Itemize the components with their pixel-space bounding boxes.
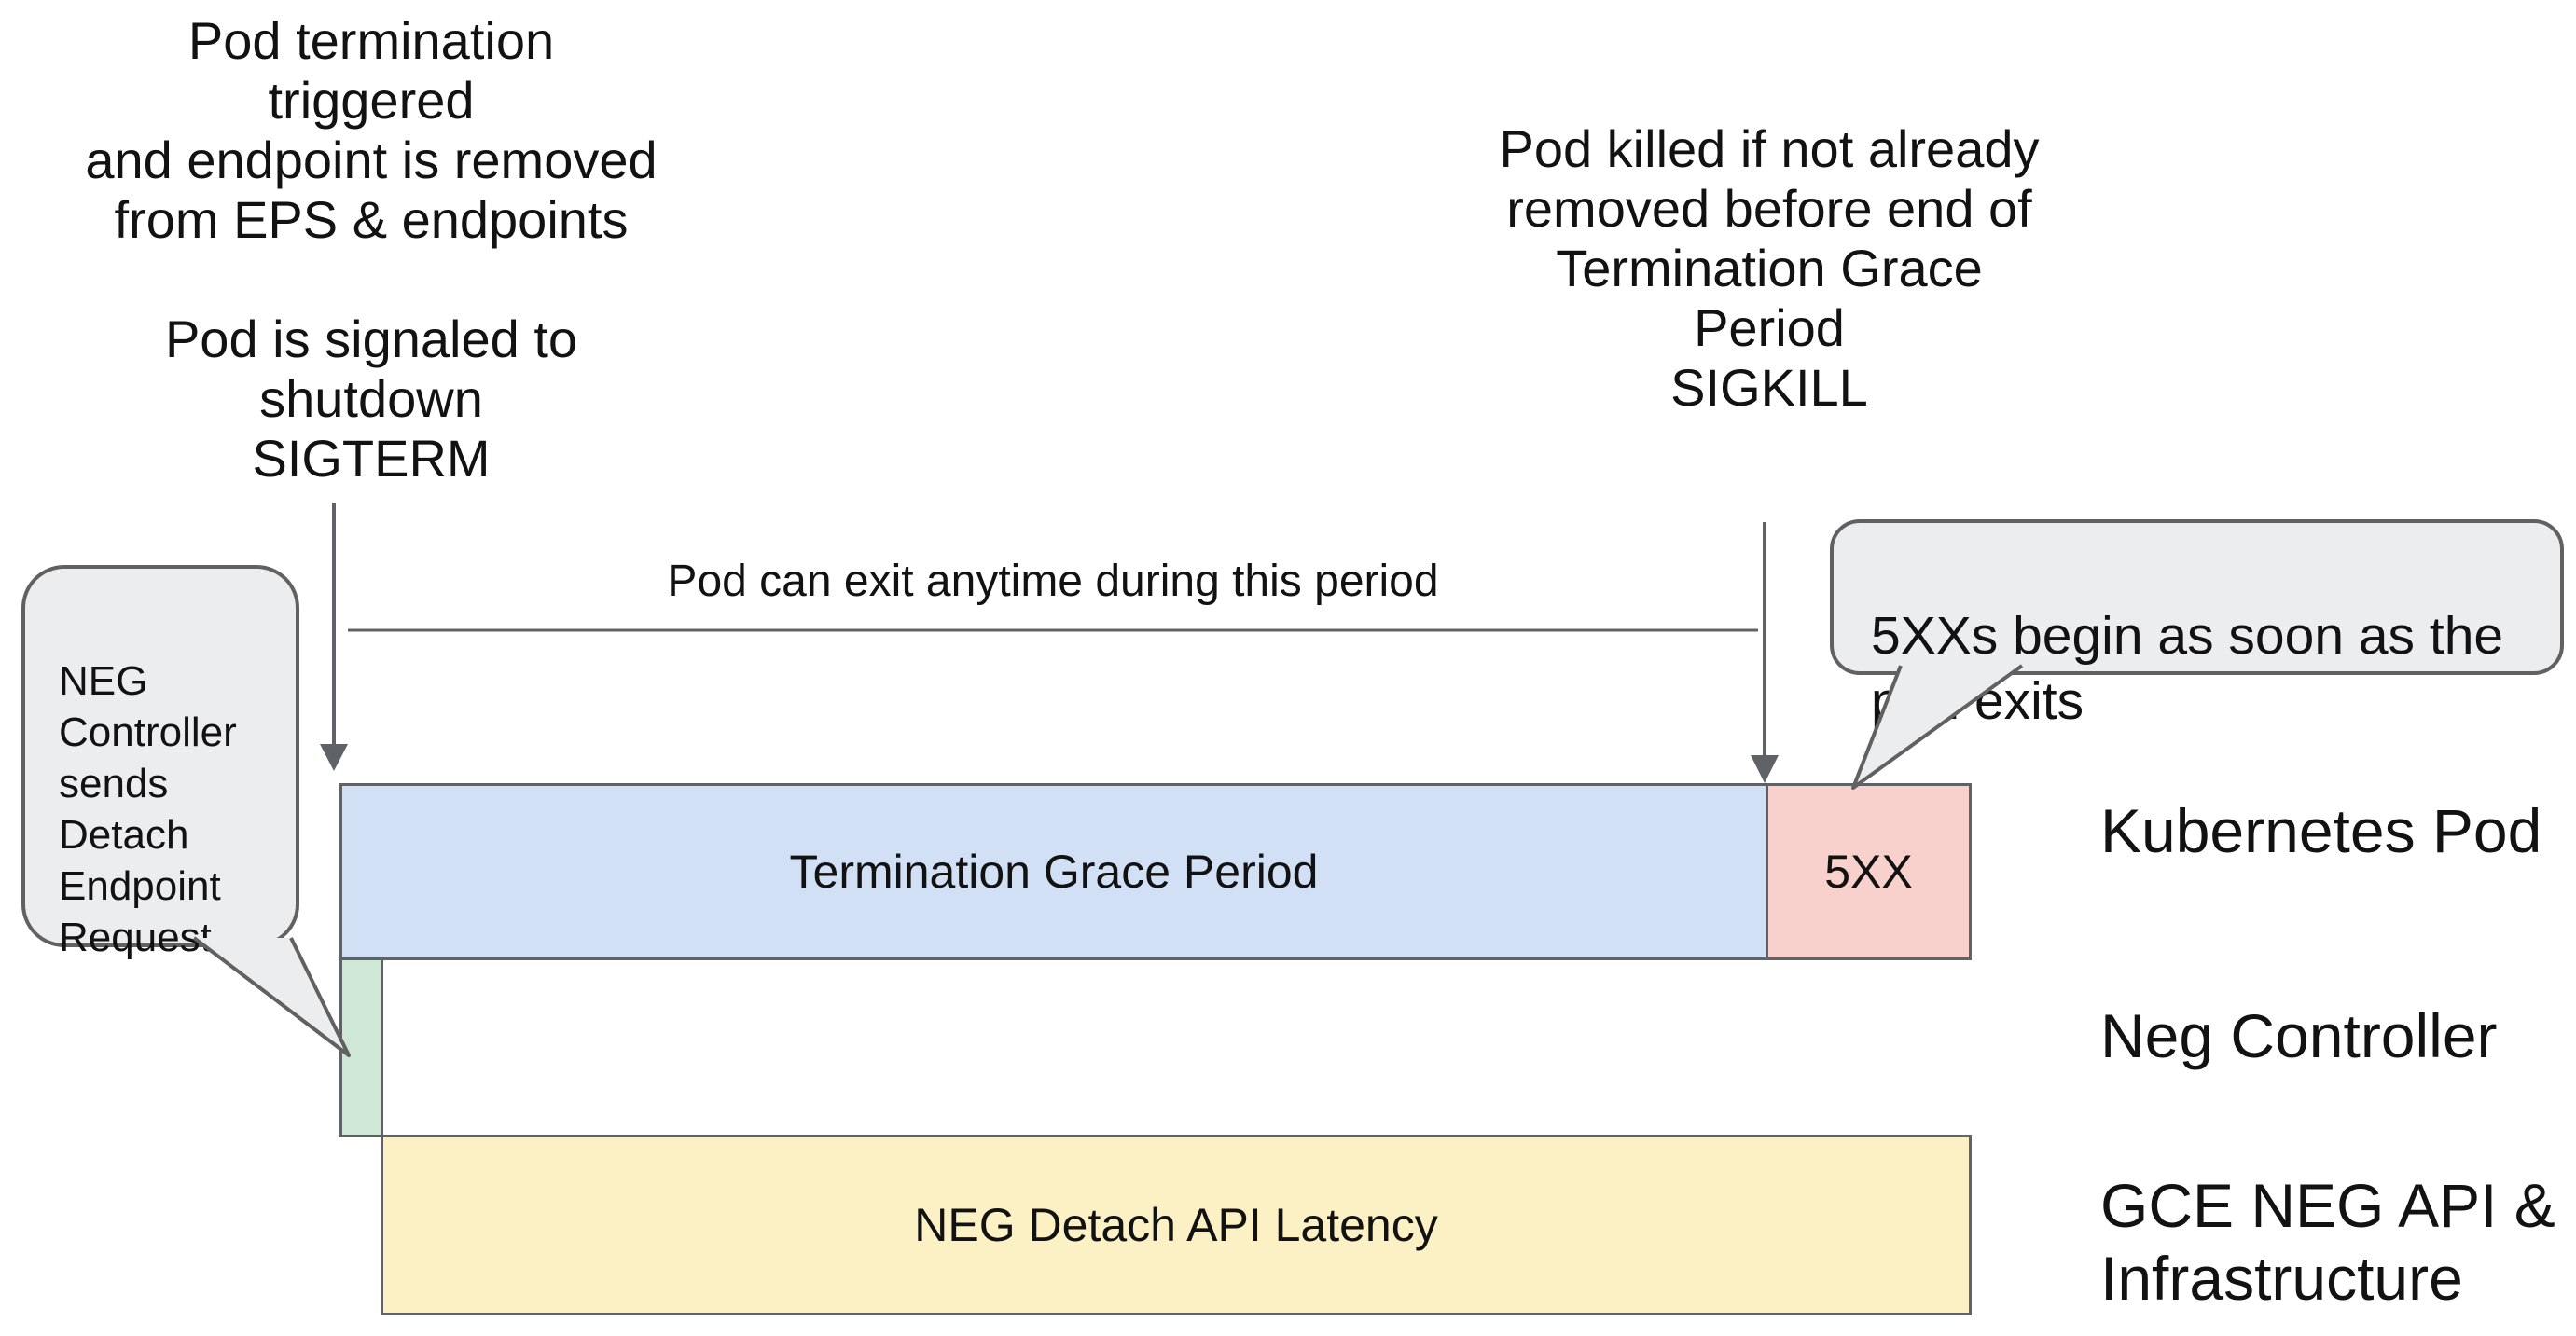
row-label-kubernetes-pod: Kubernetes Pod: [2100, 796, 2542, 865]
callout-left-tail: [192, 936, 351, 1057]
row-label-neg-controller: Neg Controller: [2100, 1001, 2498, 1070]
callout-5xx-begin: 5XXs begin as soon as the pod exits: [1830, 519, 2564, 731]
callout-5xx-begin-text: 5XXs begin as soon as the pod exits: [1871, 606, 2504, 731]
bar-termination-grace-period-label: Termination Grace Period: [789, 846, 1319, 898]
callout-neg-controller-detach: NEG Controller sends Detach Endpoint Req…: [21, 565, 299, 960]
bar-neg-detach-api-latency: NEG Detach API Latency: [381, 1135, 1972, 1315]
bar-5xx-errors-label: 5XX: [1824, 846, 1913, 898]
row-label-gce-neg-api-infrastructure: GCE NEG API & Infrastructure: [2100, 1171, 2555, 1313]
bar-neg-detach-request: [339, 957, 383, 1137]
callout-neg-controller-detach-text: NEG Controller sends Detach Endpoint Req…: [59, 658, 237, 960]
bar-termination-grace-period: Termination Grace Period: [339, 783, 1768, 960]
period-line-label: Pod can exit anytime during this period: [667, 557, 1439, 606]
bar-5xx-errors: 5XX: [1766, 783, 1972, 960]
sigterm-arrowhead-icon: [320, 744, 348, 771]
sigkill-arrowhead-icon: [1751, 755, 1779, 783]
annotation-pod-termination-sigterm: Pod termination triggered and endpoint i…: [85, 11, 658, 488]
bar-neg-detach-api-latency-label: NEG Detach API Latency: [914, 1199, 1438, 1251]
annotation-pod-killed-sigkill: Pod killed if not already removed before…: [1499, 119, 2040, 417]
